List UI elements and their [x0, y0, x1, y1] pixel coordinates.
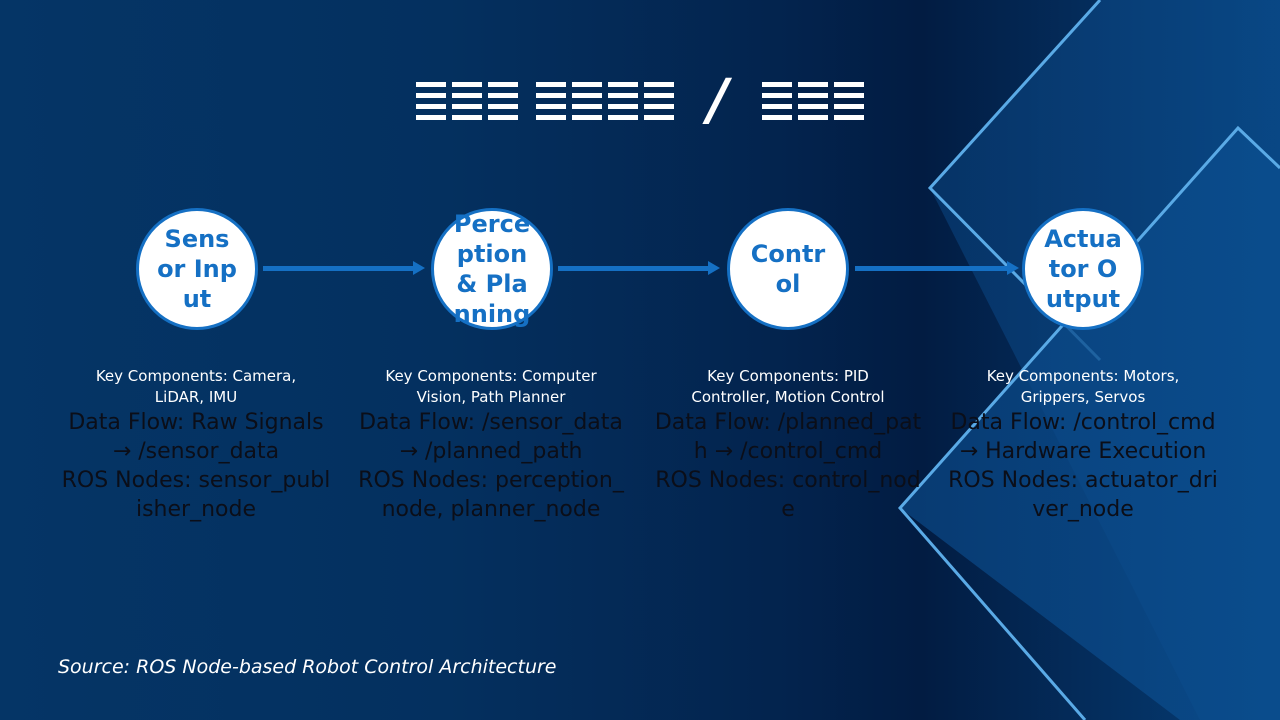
- title-word-1: [415, 76, 518, 126]
- ros-nodes: ROS Nodes: perception_node, planner_node: [358, 468, 624, 522]
- node-label: Perception & Planning: [453, 210, 531, 328]
- node-sensor-input: Sensor Input: [136, 208, 258, 330]
- missing-glyph-icon: [415, 76, 446, 126]
- ros-nodes: ROS Nodes: control_node: [655, 468, 921, 522]
- missing-glyph-icon: [607, 76, 638, 126]
- title-word-2: [535, 76, 674, 126]
- node-description-perception-planning: Key Components: Computer Vision, Path Pl…: [356, 366, 626, 524]
- node-label: Control: [750, 240, 826, 298]
- node-actuator-output: Actuator Output: [1022, 208, 1144, 330]
- slide-title: /: [0, 68, 1280, 133]
- node-perception-planning: Perception & Planning: [431, 208, 553, 330]
- node-label: Actuator Output: [1044, 225, 1122, 313]
- missing-glyph-icon: [451, 76, 482, 126]
- missing-glyph-icon: [643, 76, 674, 126]
- node-control: Control: [727, 208, 849, 330]
- key-components: Key Components: Camera, LiDAR, IMU: [95, 367, 297, 406]
- node-description-actuator-output: Key Components: Motors, Grippers, Servos…: [948, 366, 1218, 524]
- node-label: Sensor Input: [157, 225, 237, 313]
- missing-glyph-icon: [487, 76, 518, 126]
- data-flow: Data Flow: /control_cmd → Hardware Execu…: [950, 410, 1216, 464]
- flow-arrow-2: [558, 261, 720, 275]
- missing-glyph-icon: [535, 76, 566, 126]
- chevron-shape-front: [900, 128, 1280, 720]
- key-components: Key Components: PID Controller, Motion C…: [691, 367, 885, 406]
- key-components: Key Components: Motors, Grippers, Servos: [986, 367, 1180, 406]
- title-separator: /: [707, 68, 729, 133]
- ros-nodes: ROS Nodes: actuator_driver_node: [948, 468, 1218, 522]
- ros-nodes: ROS Nodes: sensor_publisher_node: [61, 468, 331, 522]
- missing-glyph-icon: [762, 76, 793, 126]
- missing-glyph-icon: [571, 76, 602, 126]
- flow-arrow-1: [263, 261, 425, 275]
- flow-arrow-3: [855, 261, 1019, 275]
- source-caption: Source: ROS Node-based Robot Control Arc…: [58, 656, 557, 678]
- title-word-right-1: [762, 76, 865, 126]
- data-flow: Data Flow: /planned_path → /control_cmd: [654, 410, 922, 464]
- missing-glyph-icon: [834, 76, 865, 126]
- key-components: Key Components: Computer Vision, Path Pl…: [385, 367, 597, 406]
- data-flow: Data Flow: /sensor_data → /planned_path: [359, 410, 623, 464]
- missing-glyph-icon: [798, 76, 829, 126]
- node-description-sensor-input: Key Components: Camera, LiDAR, IMU Data …: [61, 366, 331, 524]
- data-flow: Data Flow: Raw Signals → /sensor_data: [68, 410, 324, 464]
- node-description-control: Key Components: PID Controller, Motion C…: [653, 366, 923, 524]
